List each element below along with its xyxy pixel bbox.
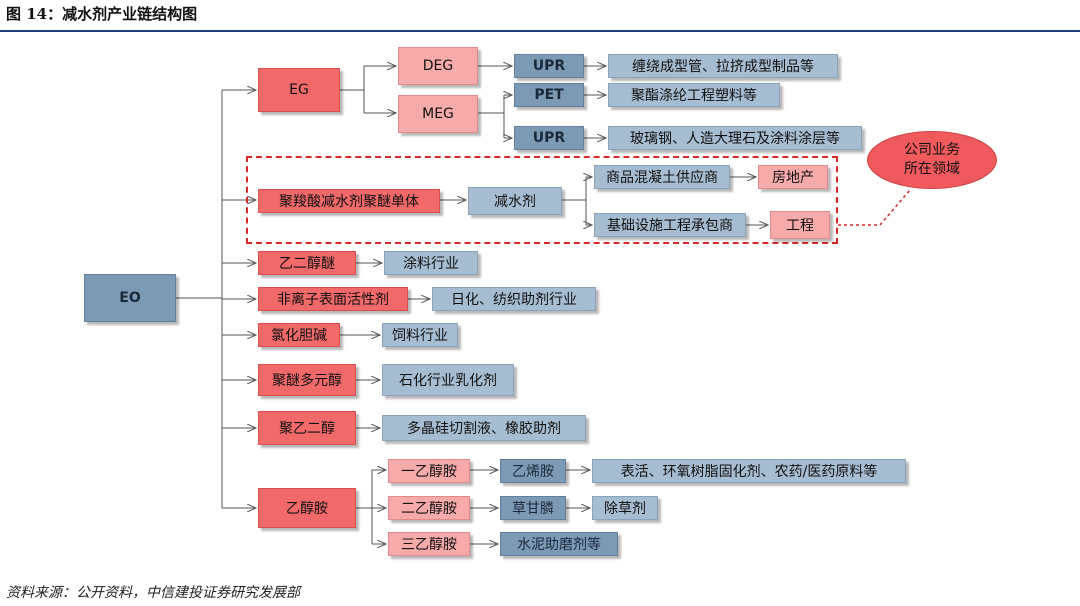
- meg-node: MEG: [398, 95, 478, 133]
- company-area-highlight: [246, 156, 838, 244]
- feed-industry-node: 饲料行业: [382, 323, 458, 347]
- nonionic-surfactant-node: 非离子表面活性剂: [258, 287, 408, 311]
- source-note: 资料来源：公开资料，中信建投证券研究发展部: [6, 585, 300, 601]
- triethanolamine-node: 三乙醇胺: [388, 532, 470, 556]
- polyether-polyol-node: 聚醚多元醇: [258, 364, 356, 396]
- cement-grinding-aid-node: 水泥助磨剂等: [500, 532, 618, 556]
- upr-node-1: UPR: [514, 54, 584, 78]
- engineering-node: 工程: [770, 211, 830, 239]
- peg-node: 聚乙二醇: [258, 411, 356, 445]
- upr-node-2: UPR: [514, 126, 584, 150]
- monoethanolamine-node: 一乙醇胺: [388, 459, 470, 483]
- daily-chemical-textile-node: 日化、纺织助剂行业: [432, 287, 596, 311]
- figure-title: 图 14：减水剂产业链结构图: [6, 5, 198, 23]
- water-reducer-node: 减水剂: [468, 187, 562, 215]
- herbicide-node: 除草剂: [592, 496, 658, 520]
- eg-node: EG: [258, 68, 340, 112]
- glycol-ether-node: 乙二醇醚: [258, 251, 356, 275]
- diethanolamine-node: 二乙醇胺: [388, 496, 470, 520]
- mea-application-node: 表活、环氧树脂固化剂、农药/医药原料等: [592, 459, 906, 483]
- pet-application: 聚酯涤纶工程塑料等: [608, 83, 780, 107]
- company-area-label-1: 公司业务: [904, 142, 960, 158]
- company-area-label-2: 所在领域: [904, 161, 960, 177]
- title-divider: [0, 30, 1080, 32]
- pce-monomer-node: 聚羧酸减水剂聚醚单体: [258, 189, 440, 213]
- pet-node: PET: [514, 83, 584, 107]
- silicon-cutting-rubber-node: 多晶硅切割液、橡胶助剂: [382, 415, 586, 441]
- ethylene-amine-node: 乙烯胺: [500, 459, 566, 483]
- coating-industry-node: 涂料行业: [384, 251, 478, 275]
- real-estate-node: 房地产: [758, 165, 828, 189]
- ethanolamine-node: 乙醇胺: [258, 488, 356, 528]
- glyphosate-node: 草甘膦: [500, 496, 566, 520]
- eo-node: EO: [84, 274, 176, 322]
- deg-node: DEG: [398, 47, 478, 85]
- choline-chloride-node: 氯化胆碱: [258, 323, 340, 347]
- upr-application-2: 玻璃钢、人造大理石及涂料涂层等: [608, 126, 862, 150]
- infrastructure-contractor-node: 基础设施工程承包商: [594, 213, 746, 237]
- petrochemical-emulsifier-node: 石化行业乳化剂: [382, 364, 514, 396]
- upr-application-1: 缠绕成型管、拉挤成型制品等: [608, 54, 838, 78]
- concrete-supplier-node: 商品混凝土供应商: [594, 165, 730, 189]
- company-business-area-bubble: 公司业务 所在领域: [867, 131, 997, 189]
